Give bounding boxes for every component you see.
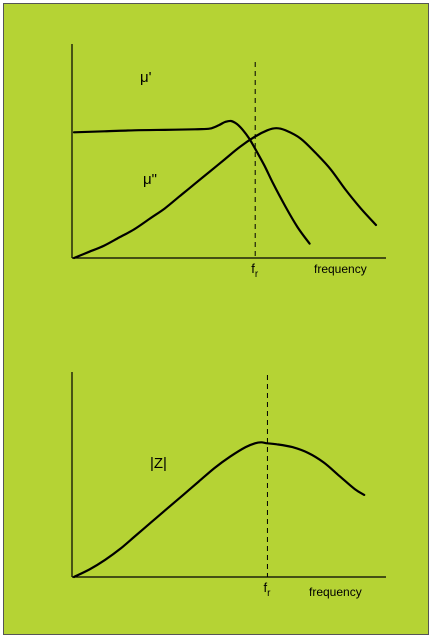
top-marker-main-text: f <box>251 261 255 276</box>
series-mu-prime-line <box>72 119 311 245</box>
series-mu-prime-label: μ' <box>140 69 152 86</box>
series-impedance-line <box>72 441 366 579</box>
bottom-marker-main-text: f <box>263 580 267 595</box>
top-resonance-marker-label: fr <box>251 261 259 280</box>
series-mu-double-prime-label: μ" <box>143 171 157 188</box>
figure-frame <box>3 3 429 635</box>
top-x-axis-label: frequency <box>314 262 367 276</box>
chart-top: μ' μ" fr frequency <box>71 44 386 280</box>
bottom-x-axis-label: frequency <box>309 585 362 599</box>
chart-bottom: |Z| fr frequency <box>71 372 386 599</box>
bottom-marker-sub-text: r <box>267 588 271 599</box>
top-marker-sub-text: r <box>255 269 259 280</box>
series-mu-double-prime-line <box>72 127 378 260</box>
bottom-resonance-marker-label: fr <box>263 580 271 599</box>
series-impedance-label: |Z| <box>150 455 167 472</box>
